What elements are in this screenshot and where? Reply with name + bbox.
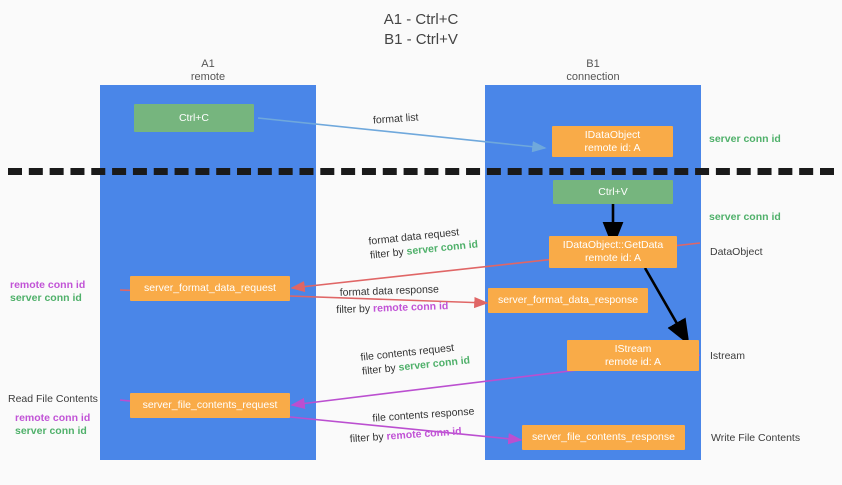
title-line-2: B1 - Ctrl+V	[384, 31, 458, 48]
edge-fdres-highlight: remote conn id	[372, 300, 449, 315]
node-format-data-response-label: server_format_data_response	[497, 294, 639, 306]
column-b1-sublabel: connection	[566, 71, 620, 83]
node-server-format-data-request[interactable]: server_format_data_request	[130, 276, 290, 301]
edge-label-format-data-response: format data response filter by remote co…	[336, 282, 448, 317]
node-ctrl-v[interactable]: Ctrl+V	[553, 180, 673, 204]
node-getdata-line2: remote id: A	[584, 252, 642, 264]
node-ctrl-v-label: Ctrl+V	[598, 185, 628, 198]
edge-fdres-line2: filter by remote conn id	[336, 299, 448, 317]
edge-fdres-prefix: filter by	[336, 302, 374, 317]
node-ctrl-c[interactable]: Ctrl+C	[134, 104, 254, 132]
edge-fcres-highlight: remote conn id	[386, 425, 463, 443]
edge-fcres-prefix: filter by	[349, 430, 387, 446]
node-idataobject-line1: IDataObject	[584, 128, 641, 141]
edge-fdreq-prefix: filter by	[369, 245, 408, 262]
annotation-remote-conn-id-2: remote conn id	[15, 412, 91, 424]
annotation-istream: Istream	[710, 350, 746, 362]
annotation-write-file-contents: Write File Contents	[711, 432, 801, 444]
edge-label-format-data-request: format data request filter by server con…	[368, 223, 479, 262]
column-header-a1: A1 remote	[128, 58, 288, 84]
edge-label-file-contents-response: file contents response filter by remote …	[349, 404, 476, 445]
node-ctrl-c-label: Ctrl+C	[178, 111, 210, 124]
node-server-file-contents-response[interactable]: server_file_contents_response	[522, 425, 685, 450]
annotation-server-conn-id-2: server conn id	[15, 425, 87, 437]
annotation-server-conn-id-top: server conn id	[709, 133, 781, 145]
edge-label-file-contents-request: file contents request filter by server c…	[360, 339, 471, 378]
node-server-format-data-response[interactable]: server_format_data_response	[488, 288, 648, 313]
annotation-server-conn-id-mid: server conn id	[709, 211, 781, 223]
edge-format-list-text: format list	[372, 111, 419, 127]
node-file-contents-response-label: server_file_contents_response	[531, 431, 675, 443]
node-server-file-contents-request[interactable]: server_file_contents_request	[130, 393, 290, 418]
edge-fcreq-prefix: filter by	[361, 361, 400, 378]
node-idataobject-line2: remote id: A	[584, 141, 641, 154]
edge-fcres-line2: filter by remote conn id	[349, 423, 476, 446]
column-a1-name: A1	[201, 58, 215, 70]
annotation-dataobject: DataObject	[710, 246, 763, 258]
node-istream-line2: remote id: A	[604, 355, 662, 368]
edge-label-format-list: format list	[373, 110, 419, 127]
annotation-remote-conn-id-1: remote conn id	[10, 279, 86, 291]
page-title: A1 - Ctrl+C B1 - Ctrl+V	[0, 10, 842, 50]
annotation-server-conn-id-1: server conn id	[10, 292, 82, 304]
column-header-b1: B1 connection	[513, 58, 673, 84]
node-idataobject-getdata[interactable]: IDataObject::GetData remote id: A	[549, 236, 677, 268]
annotation-read-file-contents: Read File Contents	[8, 393, 98, 405]
node-getdata-line1: IDataObject::GetData	[562, 239, 664, 251]
node-istream[interactable]: IStream remote id: A	[567, 340, 699, 371]
node-format-data-request-label: server_format_data_request	[144, 282, 276, 294]
node-file-contents-request-label: server_file_contents_request	[142, 399, 278, 411]
phase-divider	[8, 168, 834, 175]
column-a1-sublabel: remote	[190, 71, 226, 83]
edge-fcres-line1: file contents response	[372, 405, 475, 425]
title-line-1: A1 - Ctrl+C	[383, 11, 459, 28]
column-b1-name: B1	[586, 58, 600, 70]
edge-fdres-line1: format data response	[339, 283, 440, 299]
node-idataobject[interactable]: IDataObject remote id: A	[552, 126, 673, 157]
node-istream-line1: IStream	[614, 342, 652, 355]
